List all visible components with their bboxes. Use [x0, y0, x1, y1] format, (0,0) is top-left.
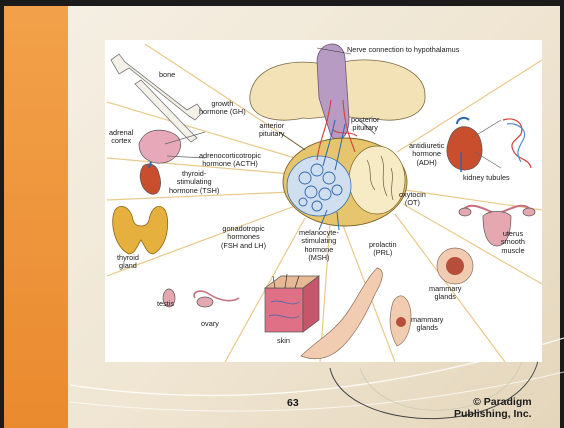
label-acth: adrenocorticotropic hormone (ACTH): [199, 152, 261, 169]
label-oxytocin: oxytocin (OT): [399, 191, 426, 208]
label-skin: skin: [277, 337, 290, 345]
label-thyroid-gland: thyroid gland: [117, 254, 139, 271]
label-adh: antidiuretic hormone (ADH): [409, 142, 444, 167]
label-anterior-pituitary: anterior pituitary: [259, 122, 285, 139]
label-nerve-connection: Nerve connection to hypothalamus: [347, 46, 459, 54]
label-tsh: thyroid- stimulating hormone (TSH): [169, 170, 219, 195]
label-prolactin: prolactin (PRL): [369, 241, 397, 258]
label-bone: bone: [159, 71, 175, 79]
label-mammary-glands-lower: mammary glands: [411, 316, 443, 333]
label-mammary-glands-upper: mammary glands: [429, 285, 461, 302]
label-testis: testis: [157, 300, 174, 308]
pituitary-hormone-diagram: Nerve connection to hypothalamus bone gr…: [105, 40, 542, 362]
label-adrenal-cortex: adrenal cortex: [109, 129, 133, 146]
label-kidney-tubules: kidney tubules: [463, 174, 510, 182]
copyright-notice: © Paradigm Publishing, Inc.: [454, 396, 532, 420]
label-posterior-pituitary: posterior pituitary: [351, 116, 379, 133]
label-gonadotropic-hormones: gonadotropic hormones (FSH and LH): [221, 225, 266, 250]
label-ovary: ovary: [201, 320, 219, 328]
page-number: 63: [287, 397, 299, 409]
label-msh: melanocyte- stimulating hormone (MSH): [299, 229, 339, 262]
label-growth-hormone: growth hormone (GH): [199, 100, 246, 117]
diagram-artwork: [105, 40, 542, 362]
label-uterus: uterus smooth muscle: [501, 230, 525, 255]
